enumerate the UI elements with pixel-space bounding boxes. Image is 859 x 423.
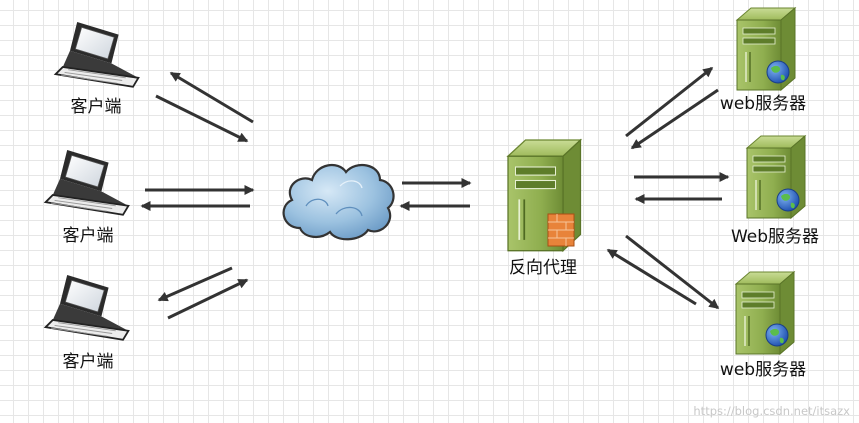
client-label: 客户端 — [63, 226, 114, 246]
web-server-2: Web服务器 — [731, 135, 819, 247]
arrow-from-client-1 — [155, 94, 249, 143]
arrow-from-server-3 — [606, 248, 697, 306]
watermark: https://blog.csdn.net/itsazx — [693, 404, 850, 418]
client-arrows — [140, 71, 255, 320]
arrow-to-server-1 — [625, 66, 714, 138]
globe-icon — [776, 188, 800, 212]
server-arrows — [606, 66, 730, 310]
client-3: 客户端 — [44, 274, 130, 372]
web-server-3: web服务器 — [720, 271, 806, 380]
arrow-from-server-1 — [630, 88, 719, 150]
client-1: 客户端 — [54, 21, 140, 117]
arrow-to-server-3 — [625, 234, 720, 310]
web-server-1: web服务器 — [720, 7, 806, 114]
laptop-icon — [44, 274, 130, 341]
laptop-icon — [44, 149, 130, 216]
client-2: 客户端 — [44, 149, 130, 246]
globe-icon — [765, 323, 789, 347]
globe-icon — [766, 60, 790, 84]
arrow-to-client-3 — [167, 278, 249, 320]
arrow-to-client-1 — [169, 71, 254, 124]
reverse-proxy: 反向代理 — [507, 139, 582, 278]
server-label: web服务器 — [720, 360, 806, 380]
arrow-from-client-3 — [157, 266, 233, 302]
client-label: 客户端 — [63, 352, 114, 372]
laptop-icon — [54, 21, 140, 88]
firewall-icon — [547, 213, 575, 247]
proxy-link-arrows — [399, 178, 472, 211]
server-label: web服务器 — [720, 94, 806, 114]
cloud-icon — [282, 163, 395, 241]
proxy-label: 反向代理 — [509, 258, 577, 278]
server-label: Web服务器 — [731, 227, 819, 247]
client-label: 客户端 — [71, 97, 122, 117]
